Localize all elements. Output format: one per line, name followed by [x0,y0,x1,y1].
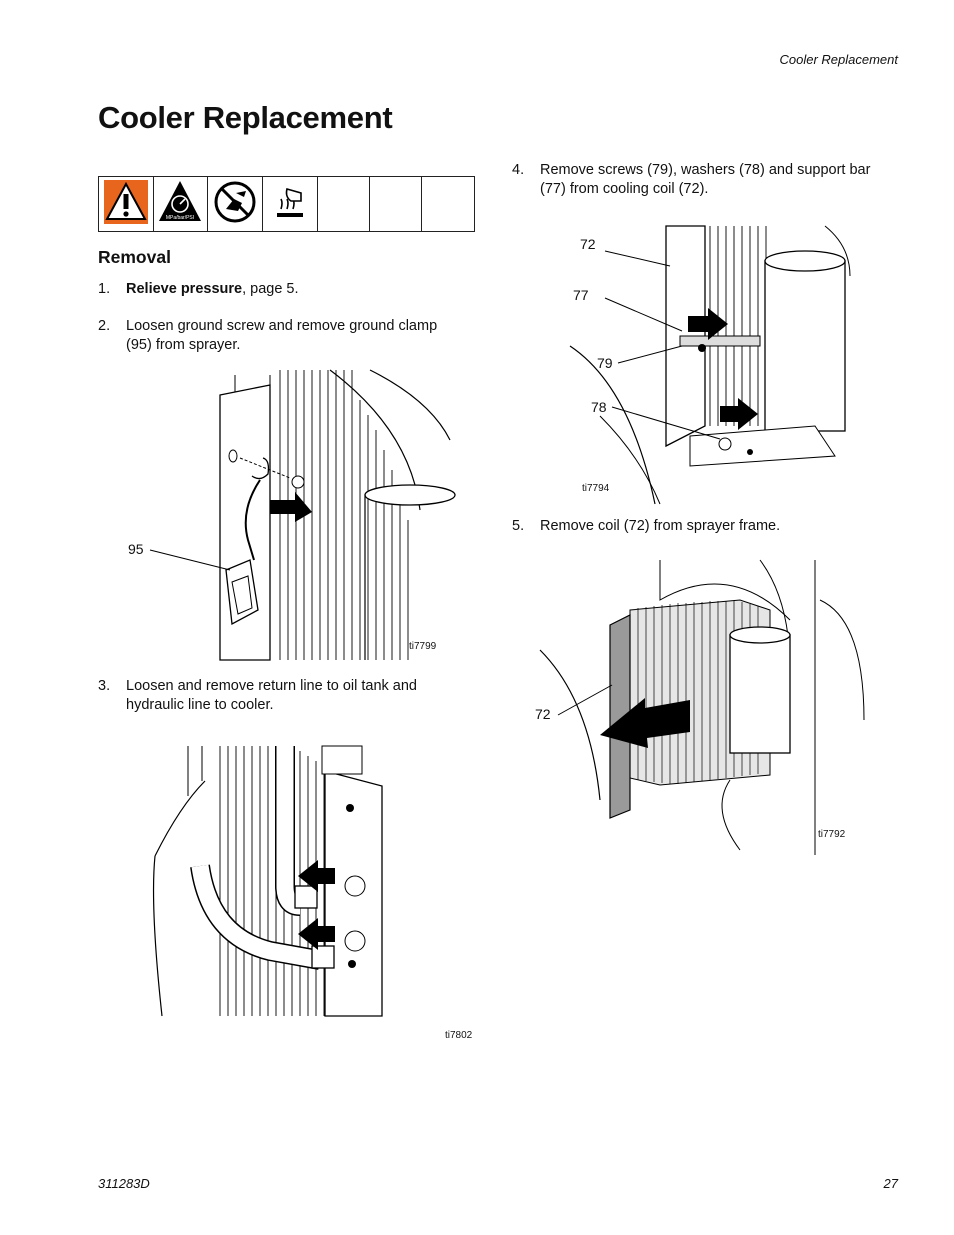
hot-surface-cell [261,176,318,232]
coil-removal-illustration [539,559,865,855]
figure-id: ti7802 [445,1030,473,1041]
step-number: 4. [512,162,525,178]
figure-id: ti7794 [582,483,610,494]
empty-cell [368,176,423,232]
figure-id: ti7792 [818,829,846,840]
pressure-gauge-icon: MPa/bar/PSI [159,180,202,221]
doc-number: 311283D [98,1176,150,1191]
step-text: Remove coil (72) from sprayer frame. [540,518,781,534]
step-2: 2. Loosen ground screw and remove ground… [98,317,478,357]
callout-95: 95 [128,541,144,557]
warning-triangle-icon [103,179,148,224]
step-number: 5. [512,518,525,534]
empty-cell [316,176,370,232]
callout-79: 79 [597,355,613,371]
step-line: hydraulic line to cooler. [126,697,274,713]
section-heading: Removal [98,247,171,267]
ground-clamp-illustration [149,369,456,661]
step-text: Remove screws (79), washers (78) and sup… [540,161,870,199]
callout-72: 72 [580,236,596,252]
figure-ground-clamp: 95 ti7799 [120,369,456,661]
figure-id: ti7799 [409,641,437,652]
step-1: 1. Relieve pressure, page 5. [98,280,478,300]
empty-cell [421,176,475,232]
step-text: Loosen and remove return line to oil tan… [126,677,417,715]
callout-78: 78 [591,399,607,415]
step-4: 4. Remove screws (79), washers (78) and … [512,161,912,201]
callout-72: 72 [535,706,551,722]
step-line: (95) from sprayer. [126,337,241,353]
step-number: 1. [98,281,111,297]
step-5: 5. Remove coil (72) from sprayer frame. [512,517,912,537]
step-rest-text: , page 5. [242,281,299,297]
page-title: Cooler Replacement [98,100,393,135]
step-text: Relieve pressure, page 5. [126,280,299,299]
figure-support-bar: 72 77 79 78 ti7794 [569,225,860,506]
pressure-cell: MPa/bar/PSI [152,176,209,232]
warning-cell [98,176,154,232]
callout-77: 77 [573,287,589,303]
page-number: 27 [883,1176,898,1191]
support-bar-illustration [569,225,851,505]
warning-icon-table: MPa/bar/PSI [98,176,475,232]
hot-surface-icon [276,187,303,217]
pressure-icon-text: MPa/bar/PSI [166,215,194,221]
no-hands-cell [207,176,263,232]
step-line: Remove screws (79), washers (78) and sup… [540,162,871,178]
running-head: Cooler Replacement [779,52,898,67]
hydraulic-lines-illustration [152,745,383,1017]
step-3: 3. Loosen and remove return line to oil … [98,677,478,717]
figure-hydraulic-lines: ti7802 [150,745,480,1046]
step-text: Loosen ground screw and remove ground cl… [126,317,437,355]
no-hands-icon [214,181,256,222]
step-line: (77) from cooling coil (72). [540,181,709,197]
step-line: Loosen and remove return line to oil tan… [126,678,417,694]
step-line: Loosen ground screw and remove ground cl… [126,318,438,334]
step-number: 3. [98,678,111,694]
step-bold-text: Relieve pressure [126,281,243,297]
figure-coil-removal: 72 ti7792 [530,559,870,855]
step-number: 2. [98,318,111,334]
